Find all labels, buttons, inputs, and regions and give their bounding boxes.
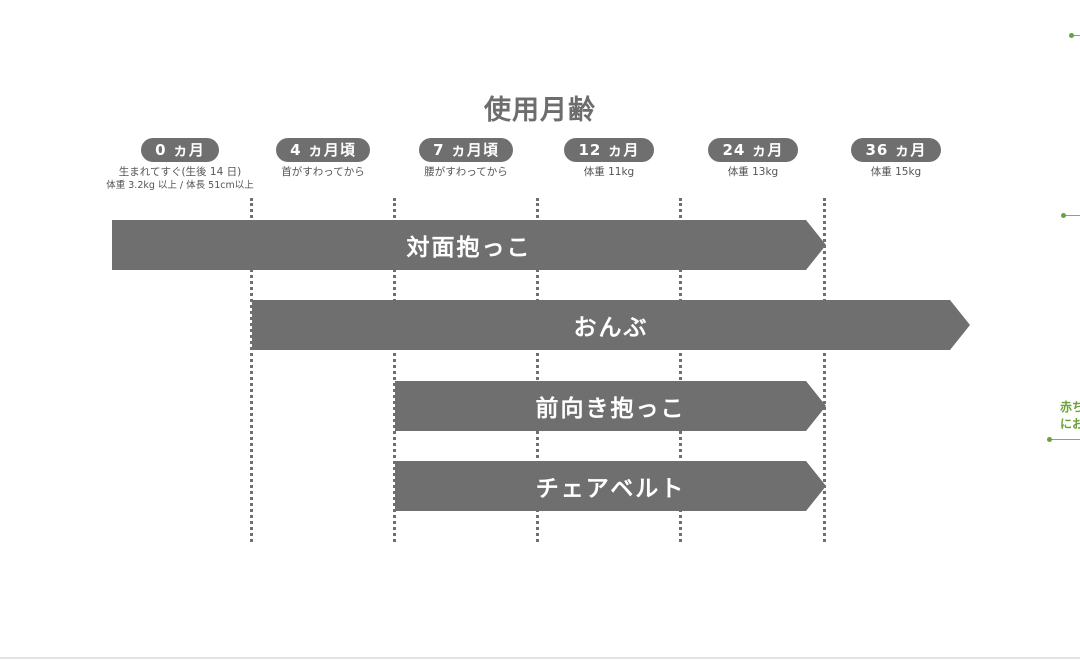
bar-label: チェアベルト xyxy=(535,476,686,502)
usage-bar-face-to-face: 対面抱っこ xyxy=(112,220,826,270)
milestone-12-months: 12 ヵ月 体重 11kg xyxy=(529,138,689,179)
bottom-divider xyxy=(0,657,1080,659)
milestone-condition: 体重 15kg xyxy=(870,166,922,178)
gridline-24-months xyxy=(679,198,682,542)
gridline-4-months xyxy=(250,198,253,542)
milestone-label: 12 ヵ月 xyxy=(564,138,654,162)
milestone-36-months: 36 ヵ月 体重 15kg xyxy=(816,138,976,179)
milestone-condition: 体重 11kg xyxy=(583,166,635,178)
milestone-0-months: 0 ヵ月 生まれてすぐ(生後 14 日) 体重 3.2kg 以上 / 体長 51… xyxy=(100,138,260,192)
milestone-label: 36 ヵ月 xyxy=(851,138,941,162)
milestone-condition-detail: 体重 3.2kg 以上 / 体長 51cm以上 xyxy=(106,180,254,191)
milestone-4-months: 4 ヵ月頃 首がすわってから xyxy=(243,138,403,179)
bar-label: 対面抱っこ xyxy=(406,235,532,261)
callout-dot-top xyxy=(1069,33,1074,38)
milestone-condition: 生まれてすぐ(生後 14 日) xyxy=(118,166,242,178)
milestone-label: 0 ヵ月 xyxy=(141,138,219,162)
callout-line-bottom xyxy=(1050,439,1080,440)
chart-title: 使用月齢 xyxy=(484,95,596,126)
milestone-7-months: 7 ヵ月頃 腰がすわってから xyxy=(386,138,546,179)
bar-label: 前向き抱っこ xyxy=(535,396,686,422)
milestone-24-months: 24 ヵ月 体重 13kg xyxy=(673,138,833,179)
callout-line-middle xyxy=(1064,215,1080,216)
callout-dot-bottom xyxy=(1047,437,1052,442)
side-note-line-1: 赤ち xyxy=(1060,400,1080,414)
milestone-condition: 腰がすわってから xyxy=(424,166,508,178)
milestone-condition: 首がすわってから xyxy=(281,166,365,178)
usage-bar-chair-belt: チェアベルト xyxy=(395,461,826,511)
bar-label: おんぶ xyxy=(573,315,649,341)
milestone-label: 7 ヵ月頃 xyxy=(419,138,513,162)
gridline-36-months xyxy=(823,198,826,542)
callout-line-top xyxy=(1072,35,1080,36)
callout-dot-middle xyxy=(1061,213,1066,218)
usage-bar-front-facing: 前向き抱っこ xyxy=(395,381,826,431)
milestone-label: 24 ヵ月 xyxy=(708,138,798,162)
gridline-12-months xyxy=(536,198,539,542)
milestone-label: 4 ヵ月頃 xyxy=(276,138,370,162)
gridline-7-months xyxy=(393,198,396,542)
side-note-line-2: にお xyxy=(1060,417,1080,431)
usage-bar-back-carry: おんぶ xyxy=(252,300,970,350)
milestone-condition: 体重 13kg xyxy=(727,166,779,178)
side-note-text: 赤ち にお xyxy=(1060,399,1080,433)
